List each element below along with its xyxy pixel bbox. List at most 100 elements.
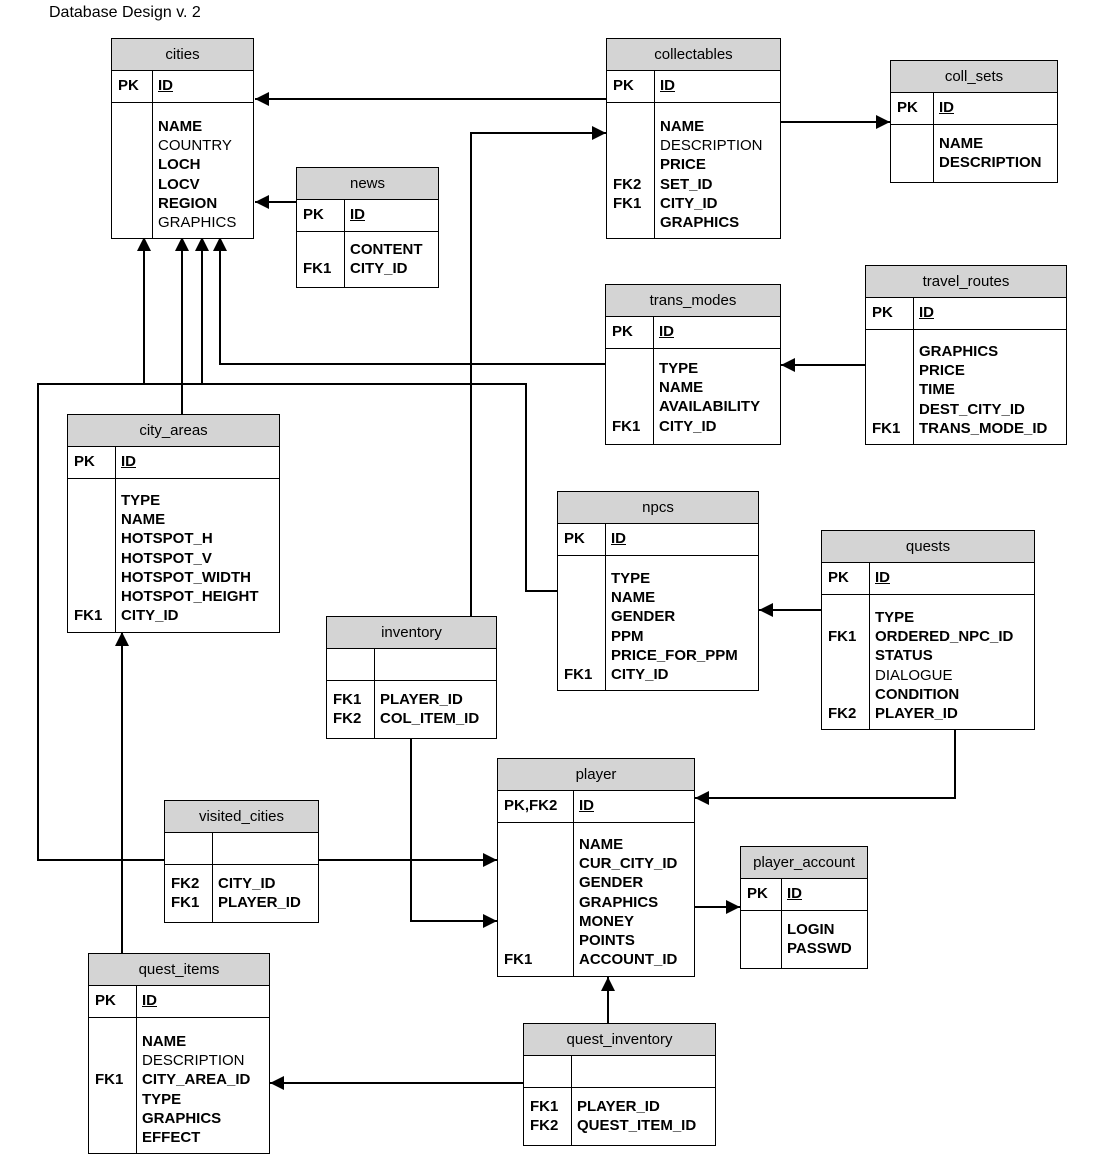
pk-key-label: PK,FK2	[504, 797, 558, 814]
key-column-divider	[165, 833, 213, 864]
pk-field-name: ID	[939, 99, 954, 116]
field-name: CUR_CITY_ID	[579, 855, 678, 873]
field-name: NAME	[142, 1033, 187, 1050]
pk-field-name: ID	[659, 323, 674, 340]
field-key-label: FK1	[872, 419, 901, 437]
field-key-label: FK1	[171, 894, 200, 912]
pk-field-name: ID	[350, 206, 365, 223]
connector-quests-player	[695, 729, 956, 805]
field-name: COL_ITEM_ID	[380, 710, 480, 728]
key-column-divider	[891, 93, 934, 124]
field-name: GRAPHICS	[158, 214, 237, 231]
field-name: NAME	[158, 118, 203, 135]
field-name: TYPE	[121, 492, 161, 509]
field-name: NAME	[121, 511, 166, 529]
key-column-divider	[607, 71, 655, 102]
key-column-divider	[558, 556, 606, 690]
field-key-label: FK2	[171, 875, 200, 892]
pk-field-name: ID	[158, 77, 173, 94]
field-name: TRANS_MODE_ID	[919, 419, 1048, 437]
key-column-divider	[866, 330, 914, 444]
field-name: PPM	[611, 627, 644, 645]
field-name: HOTSPOT_H	[121, 530, 213, 548]
table-name: city_areas	[68, 415, 279, 447]
field-name: POINTS	[579, 932, 635, 949]
key-column-divider	[112, 71, 153, 102]
field-name: HOTSPOT_WIDTH	[121, 568, 251, 586]
pk-key-label: PK	[613, 77, 634, 94]
pk-field-name: ID	[875, 569, 890, 586]
field-name: STATUS	[875, 647, 933, 665]
field-name: SET_ID	[660, 175, 713, 193]
pk-field-name: ID	[919, 304, 934, 321]
field-name: PRICE_FOR_PPM	[611, 646, 738, 664]
table-name: quests	[822, 531, 1034, 563]
key-column-divider	[498, 823, 574, 976]
key-column-divider	[741, 879, 782, 910]
field-name: ACCOUNT_ID	[579, 951, 678, 969]
key-column-divider	[327, 681, 375, 738]
key-column-divider	[524, 1088, 572, 1145]
field-name: CONTENT	[350, 241, 423, 258]
field-name: DEST_CITY_ID	[919, 400, 1025, 418]
field-key-label: FK1	[95, 1071, 124, 1089]
pk-key-label: PK	[747, 885, 768, 902]
connector-inventory-collectables	[470, 126, 606, 616]
field-name: CITY_ID	[611, 666, 669, 683]
field-name: DIALOGUE	[875, 666, 953, 684]
connector-inventory-player	[410, 738, 497, 928]
pk-key-label: PK	[95, 992, 116, 1009]
field-name: LOCH	[158, 156, 201, 174]
pk-field-name: ID	[611, 530, 626, 547]
field-key-label: FK2	[613, 175, 642, 193]
connector-trans_modes-cities	[213, 237, 606, 365]
connector-npcs-cities	[137, 237, 557, 592]
field-name: DESCRIPTION	[142, 1052, 245, 1070]
table-name: player	[498, 759, 694, 791]
field-name: DESCRIPTION	[939, 154, 1042, 172]
field-name: CITY_ID	[350, 260, 408, 278]
field-name: GRAPHICS	[919, 343, 999, 360]
key-column-divider	[607, 103, 655, 238]
key-column-divider	[606, 317, 654, 348]
field-name: NAME	[939, 135, 984, 152]
table-name: visited_cities	[165, 801, 318, 833]
table-name: news	[297, 168, 438, 200]
table-name: coll_sets	[891, 61, 1057, 93]
table-name: inventory	[327, 617, 496, 649]
field-key-label: FK1	[828, 628, 857, 646]
field-name: TYPE	[611, 570, 651, 587]
field-name: PLAYER_ID	[380, 691, 463, 708]
field-name: PRICE	[660, 156, 706, 174]
field-name: NAME	[611, 589, 656, 607]
field-name: CITY_AREA_ID	[142, 1071, 251, 1089]
field-key-label: FK1	[303, 260, 332, 278]
field-name: CITY_ID	[218, 875, 276, 892]
field-key-label: FK1	[613, 194, 642, 212]
field-key-label: FK1	[504, 951, 533, 969]
field-name: CONDITION	[875, 685, 960, 703]
key-column-divider	[297, 200, 345, 231]
key-column-divider	[498, 791, 574, 822]
key-column-divider	[165, 865, 213, 922]
field-name: PLAYER_ID	[875, 705, 958, 722]
table-name: quest_inventory	[524, 1024, 715, 1056]
field-key-label: FK2	[333, 710, 362, 728]
pk-field-name: ID	[579, 797, 594, 814]
key-column-divider	[558, 524, 606, 555]
field-name: PRICE	[919, 362, 965, 380]
pk-field-name: ID	[142, 992, 157, 1009]
connector-visited-cities	[37, 383, 202, 861]
field-name: TYPE	[142, 1090, 182, 1108]
table-name: cities	[112, 39, 253, 71]
pk-key-label: PK	[74, 453, 95, 470]
